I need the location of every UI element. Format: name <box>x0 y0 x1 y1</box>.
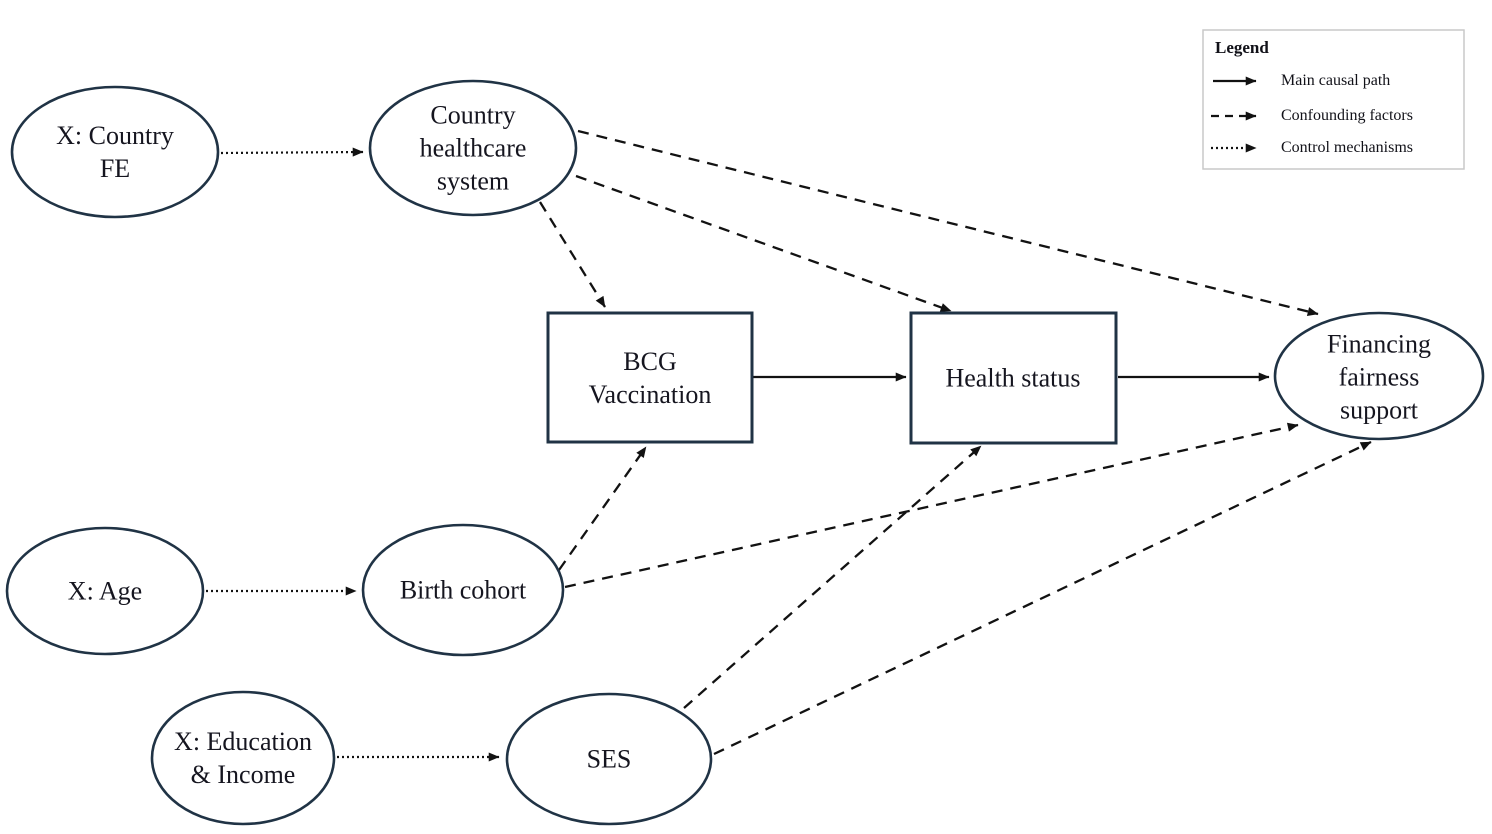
node-x-education-income-shape <box>150 690 336 826</box>
legend-title: Legend <box>1215 38 1269 57</box>
node-financing-fairness-support-shape <box>1273 311 1485 441</box>
edge-confound-healthcare-healthstatus <box>575 174 952 313</box>
legend-item-confounding-factors: Confounding factors <box>1281 107 1413 124</box>
legend-item-control-mechanisms: Control mechanisms <box>1281 139 1413 156</box>
edge-control-countryfe-healthcare <box>220 147 364 157</box>
edge-confound-ses-healthstatus <box>683 445 982 709</box>
edge-confound-healthcare-bcg <box>539 201 606 308</box>
edge-confound-birthcohort-financing <box>564 422 1299 589</box>
node-country-healthcare-system-shape <box>368 79 578 217</box>
edge-confound-birthcohort-bcg <box>558 446 647 571</box>
edge-confound-healthcare-financing <box>577 129 1319 316</box>
node-x-country-fe-shape <box>10 85 220 219</box>
node-health-status-shape <box>909 311 1118 445</box>
edge-layer <box>206 129 1372 762</box>
legend-item-main-causal-path: Main causal path <box>1281 72 1391 89</box>
node-birth-cohort-shape <box>361 523 565 657</box>
node-x-age-shape <box>5 526 205 656</box>
edge-confound-ses-financing <box>713 440 1372 756</box>
node-bcg-vaccination-shape <box>546 311 754 444</box>
legend-box-group <box>1202 29 1465 170</box>
node-layer <box>5 79 1485 826</box>
node-ses-shape <box>505 692 713 826</box>
